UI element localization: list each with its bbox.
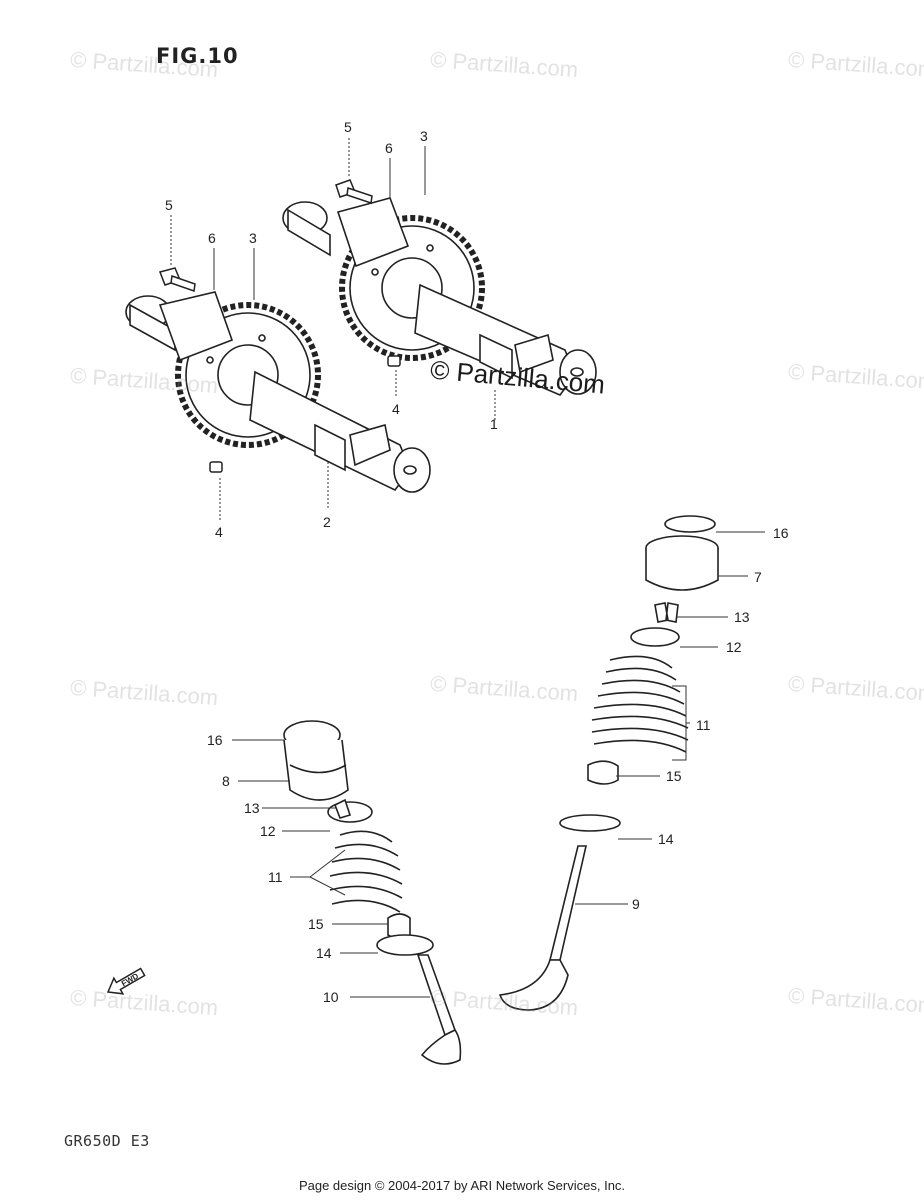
spring-seat-left <box>376 934 434 956</box>
callout-13-right: 13 <box>734 609 750 625</box>
callout-13-left: 13 <box>244 800 260 816</box>
shim-right <box>664 515 716 533</box>
seal-right <box>587 760 619 785</box>
figure-title: FIG.10 <box>156 44 239 68</box>
dowel-pin-left <box>209 461 223 473</box>
tappet-right <box>645 535 719 591</box>
callout-7: 7 <box>754 569 762 585</box>
leader-lines <box>170 138 765 998</box>
model-code: GR650D E3 <box>64 1132 150 1150</box>
callout-12-left: 12 <box>260 823 276 839</box>
callout-15-left: 15 <box>308 916 324 932</box>
callout-1: 1 <box>490 416 498 432</box>
callout-3-left: 3 <box>249 230 257 246</box>
camshaft-left <box>125 291 431 493</box>
callout-2: 2 <box>323 514 331 530</box>
page-footer: Page design © 2004-2017 by ARI Network S… <box>298 1178 626 1193</box>
dowel-pin-right <box>387 355 401 367</box>
callout-12-right: 12 <box>726 639 742 655</box>
valve-assembly-left <box>283 720 462 1065</box>
valve-right <box>498 845 588 1011</box>
callout-9: 9 <box>632 896 640 912</box>
callout-4-left: 4 <box>215 524 223 540</box>
callout-5-left: 5 <box>165 197 173 213</box>
bolt-left <box>159 267 196 293</box>
callout-11-left: 11 <box>268 869 283 885</box>
cotter-right <box>654 602 679 623</box>
callout-3-right: 3 <box>420 128 428 144</box>
valve-assembly-right <box>498 515 719 1011</box>
callout-16-right: 16 <box>773 525 789 541</box>
callout-14-left: 14 <box>316 945 332 961</box>
callout-16-left: 16 <box>207 732 223 748</box>
valve-left <box>416 954 462 1065</box>
callout-6-right: 6 <box>385 140 393 156</box>
camshaft-right <box>282 197 597 396</box>
callout-14-right: 14 <box>658 831 674 847</box>
cotter-left <box>333 798 352 819</box>
springs-left <box>329 830 403 913</box>
callout-4-right: 4 <box>392 401 400 417</box>
callout-8: 8 <box>222 773 230 789</box>
bolt-right <box>335 179 373 204</box>
callout-11-right: 11 <box>696 717 711 733</box>
springs-right <box>591 655 689 753</box>
callout-15-right: 15 <box>666 768 682 784</box>
callout-5-right: 5 <box>344 119 352 135</box>
callout-10: 10 <box>323 989 339 1005</box>
callout-6-left: 6 <box>208 230 216 246</box>
callouts: 5 6 3 4 2 5 6 3 4 1 16 7 13 12 11 15 14 … <box>165 119 789 1005</box>
spring-seat-right <box>559 814 621 832</box>
retainer-right <box>630 627 680 647</box>
tappet-left <box>283 720 349 801</box>
